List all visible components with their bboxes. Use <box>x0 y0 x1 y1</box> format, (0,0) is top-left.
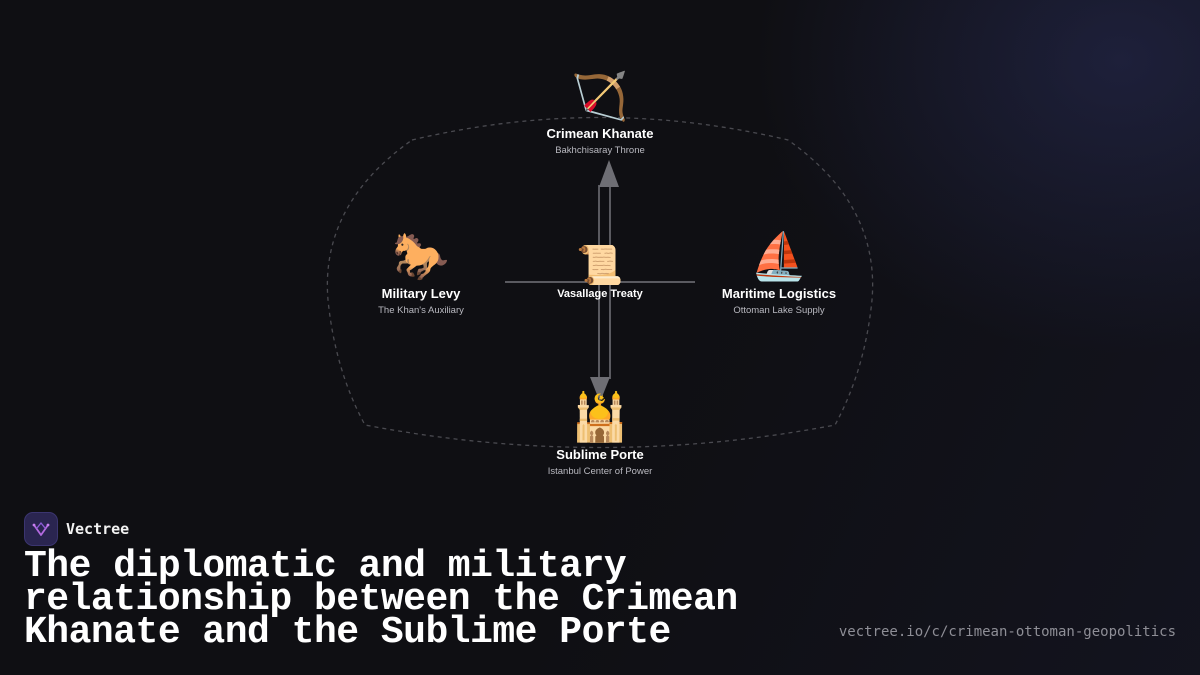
relationship-diagram: 🏹 Crimean Khanate Bakhchisaray Throne 🐎 … <box>321 68 879 477</box>
node-title: Crimean Khanate <box>546 126 654 141</box>
node-maritime-logistics: ⛵ Maritime Logistics Ottoman Lake Supply <box>679 228 879 316</box>
page-url[interactable]: vectree.io/c/crimean-ottoman-geopolitics <box>838 624 1176 640</box>
node-sublime-porte: 🕌 Sublime Porte Istanbul Center of Power <box>500 389 700 477</box>
node-vasallage-treaty: 📜 Vasallage Treaty <box>500 242 700 300</box>
brand-name: Vectree <box>66 520 130 538</box>
brand[interactable]: Vectree <box>24 512 129 546</box>
sailboat-icon: ⛵ <box>750 229 808 283</box>
bow-and-arrow-icon: 🏹 <box>571 69 629 123</box>
node-title: Maritime Logistics <box>721 286 837 301</box>
diagram-connectors <box>326 116 874 449</box>
boundary-outline <box>326 116 874 449</box>
node-title: Vasallage Treaty <box>557 288 643 300</box>
horse-icon: 🐎 <box>392 229 450 283</box>
node-subtitle: Ottoman Lake Supply <box>733 305 825 316</box>
node-subtitle: Istanbul Center of Power <box>547 466 653 477</box>
node-subtitle: The Khan's Auxiliary <box>378 305 464 316</box>
page-title: The diplomatic and military relationship… <box>24 545 738 654</box>
arrowhead-up <box>599 160 619 187</box>
arrowhead-down <box>590 377 610 402</box>
node-subtitle: Bakhchisaray Throne <box>555 145 645 156</box>
node-crimean-khanate: 🏹 Crimean Khanate Bakhchisaray Throne <box>500 68 700 156</box>
node-title: Military Levy <box>381 286 461 301</box>
node-military-levy: 🐎 Military Levy The Khan's Auxiliary <box>321 228 521 316</box>
vectree-logo-icon <box>24 512 58 546</box>
mosque-icon: 🕌 <box>571 390 629 444</box>
node-title: Sublime Porte <box>556 447 644 462</box>
scroll-icon: 📜 <box>576 243 624 287</box>
